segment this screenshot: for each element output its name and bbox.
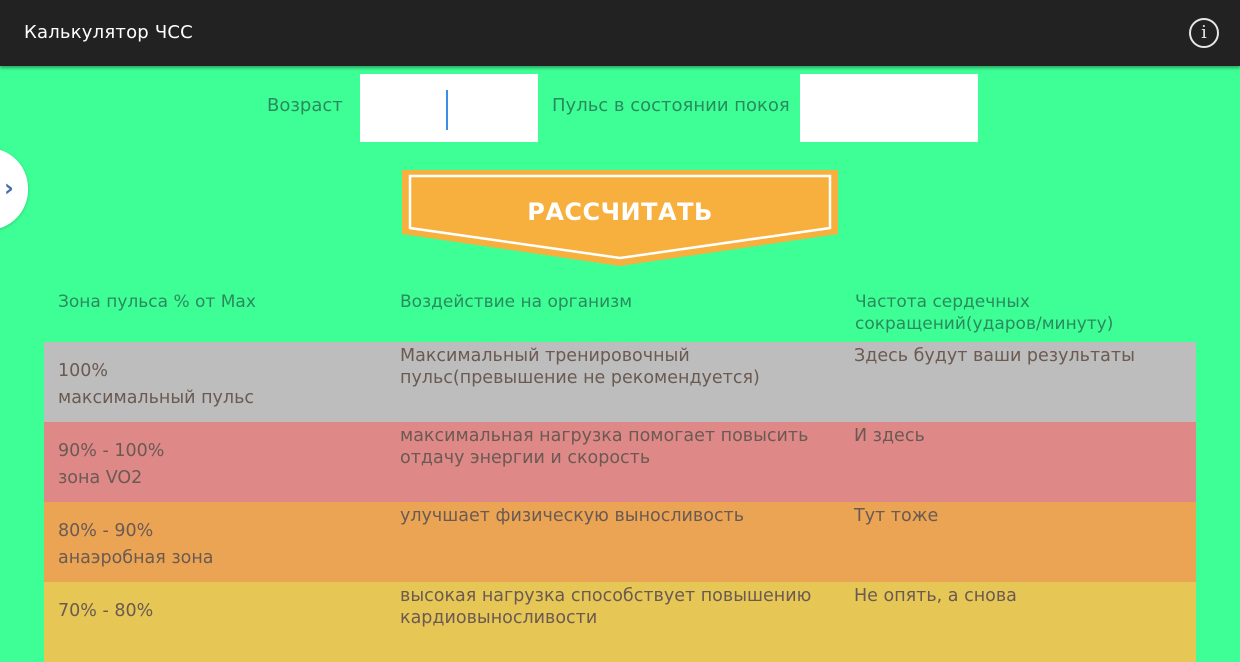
result-cell: Здесь будут ваши результаты (854, 346, 1135, 366)
calculate-button[interactable]: РАССЧИТАТЬ (400, 168, 840, 268)
zone-cell: 90% - 100% зона VO2 (58, 441, 165, 488)
age-label: Возраст (267, 95, 343, 116)
effect-cell: максимальная нагрузка помогает повысить … (400, 426, 809, 468)
resting-pulse-input[interactable] (800, 74, 978, 142)
effect-cell: улучшает физическую выносливость (400, 506, 745, 526)
table-row: 100% максимальный пульс Максимальный трен… (44, 342, 1196, 422)
result-cell: И здесь (854, 426, 925, 446)
table-row: 70% - 80% высокая нагрузка способствует п… (44, 582, 1196, 662)
zone-cell: 100% максимальный пульс (58, 361, 255, 408)
result-cell: Тут тоже (854, 506, 939, 526)
column-header-effect: Воздействие на организм (400, 292, 633, 312)
zone-cell: 70% - 80% (58, 601, 154, 621)
table-row: 90% - 100% зона VO2 максимальная нагрузка… (44, 422, 1196, 502)
drawer-toggle-button[interactable]: › (0, 148, 28, 230)
calculate-button-shape (402, 170, 838, 266)
app-bar: Калькулятор ЧСС i (0, 0, 1240, 66)
zone-cell: 80% - 90% анаэробная зона (58, 521, 214, 568)
column-header-heart-rate: Частота сердечных сокращений(ударов/мину… (855, 292, 1114, 334)
age-input[interactable] (360, 74, 538, 142)
table-row: 80% - 90% анаэробная зона улучшает физиче… (44, 502, 1196, 582)
app-title: Калькулятор ЧСС (24, 22, 193, 43)
text-cursor (446, 90, 448, 130)
effect-cell: высокая нагрузка способствует повышению … (400, 586, 812, 628)
effect-cell: Максимальный тренировочный пульс(превыше… (400, 346, 760, 388)
column-header-zone: Зона пульса % от Max (58, 292, 256, 312)
chevron-right-icon: › (4, 174, 14, 202)
resting-pulse-label: Пульс в состоянии покоя (552, 95, 790, 116)
calculate-button-label: РАССЧИТАТЬ (527, 198, 713, 226)
result-cell: Не опять, а снова (854, 586, 1017, 606)
info-icon[interactable]: i (1189, 18, 1219, 48)
